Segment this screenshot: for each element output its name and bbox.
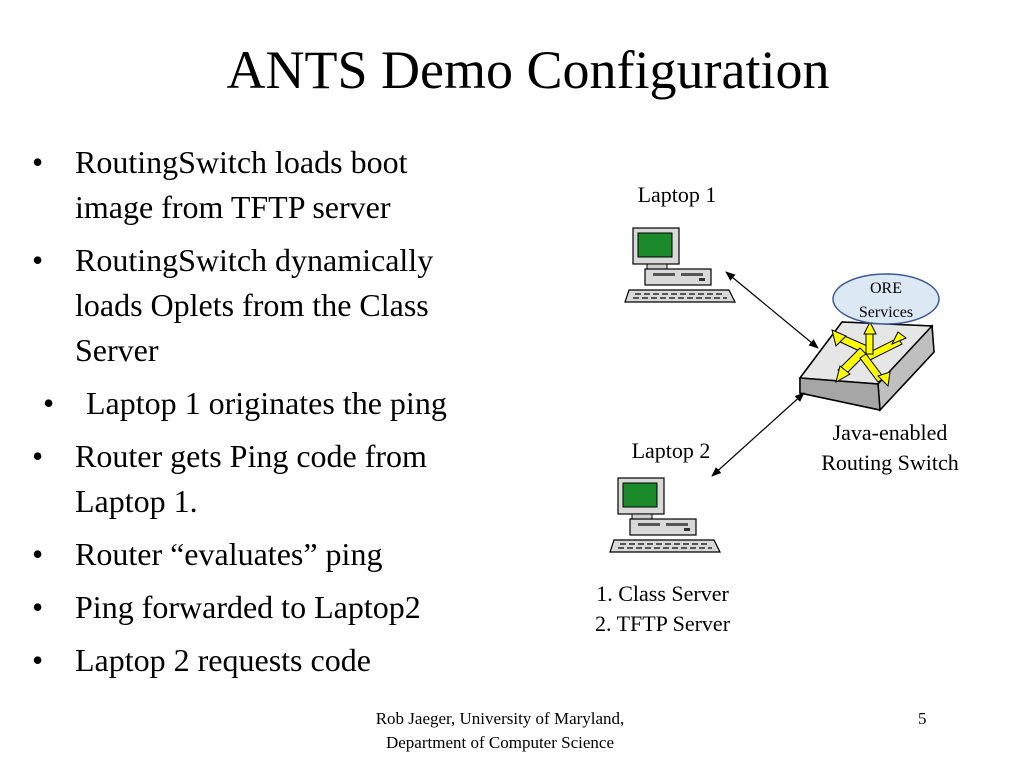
laptop1-computer-icon	[624, 227, 736, 303]
bullet-marker: •	[32, 144, 44, 180]
link-laptop1-switch	[725, 271, 819, 349]
bullet-marker: •	[32, 642, 44, 678]
role-line: 2. TFTP Server	[594, 611, 731, 636]
bullet-line: Server	[75, 332, 159, 368]
slide-title: ANTS Demo Configuration	[226, 40, 830, 100]
bullet-marker: •	[43, 385, 55, 421]
bullet-marker: •	[32, 242, 44, 278]
footer-author: Rob Jaeger, University of Maryland,	[375, 709, 625, 728]
bullet-item: • Router gets Ping code from Laptop 1.	[32, 434, 552, 524]
bullet-item: • Ping forwarded to Laptop2	[32, 585, 552, 630]
ore-label: ORE	[870, 280, 902, 297]
bullet-marker: •	[32, 536, 44, 572]
laptop2-computer-icon	[609, 477, 721, 553]
bullet-item: • Router “evaluates” ping	[32, 532, 552, 577]
ore-services-bubble: ORE Services	[832, 273, 940, 325]
bullet-line: Router “evaluates” ping	[75, 536, 383, 572]
bullet-marker: •	[32, 589, 44, 625]
bullet-item: • Laptop 2 requests code	[32, 638, 552, 683]
bullet-line: Router gets Ping code from	[75, 438, 427, 474]
bullet-line: RoutingSwitch dynamically	[75, 242, 434, 278]
bullet-line: Ping forwarded to Laptop2	[75, 589, 421, 625]
bullet-line: Laptop 1.	[75, 483, 198, 519]
bullet-marker: •	[32, 438, 44, 474]
link-laptop2-switch	[711, 392, 805, 477]
bullet-line: loads Oplets from the Class	[75, 287, 429, 323]
switch-caption-line: Java-enabled	[832, 420, 948, 445]
laptop1-label: Laptop 1	[637, 182, 717, 207]
bullet-line: Laptop 1 originates the ping	[86, 385, 447, 421]
bullet-item: • RoutingSwitch dynamically loads Oplets…	[32, 238, 552, 373]
role-line: 1. Class Server	[596, 581, 729, 606]
switch-caption: Java-enabled Routing Switch	[780, 418, 1000, 478]
bullet-list: • RoutingSwitch loads boot image from TF…	[32, 140, 552, 691]
footer-department: Department of Computer Science	[385, 733, 614, 752]
bullet-item: • RoutingSwitch loads boot image from TF…	[32, 140, 552, 230]
page-number: 5	[918, 709, 927, 728]
services-label: Services	[859, 304, 913, 321]
footer-credit: Rob Jaeger, University of Maryland, Depa…	[300, 707, 700, 755]
switch-caption-line: Routing Switch	[821, 450, 959, 475]
laptop2-roles: 1. Class Server 2. TFTP Server	[550, 579, 775, 639]
routing-switch-icon	[798, 320, 935, 412]
bullet-item: • Laptop 1 originates the ping	[32, 381, 552, 426]
bullet-line: image from TFTP server	[75, 189, 391, 225]
bullet-line: RoutingSwitch loads boot	[75, 144, 408, 180]
bullet-line: Laptop 2 requests code	[75, 642, 371, 678]
laptop2-label: Laptop 2	[631, 438, 711, 463]
